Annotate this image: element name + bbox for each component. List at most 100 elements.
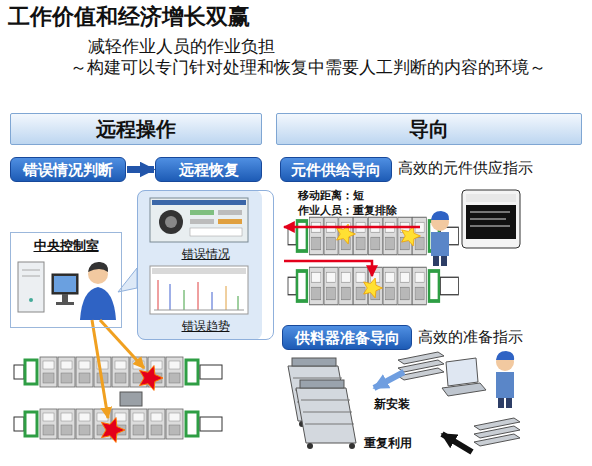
operator-monitor xyxy=(54,276,76,292)
flow-arrow xyxy=(127,166,154,173)
node-text: 错误情况 xyxy=(138,247,273,261)
error-status-screen xyxy=(190,210,214,215)
reuse-arrow xyxy=(442,434,472,452)
tablet xyxy=(462,190,520,248)
header-band: 远程操作 xyxy=(10,113,262,145)
annotation-text: 移动距离：短 xyxy=(298,189,364,202)
error-status-screen xyxy=(218,219,242,224)
node-text: 远程恢复 xyxy=(179,161,239,179)
node-text: 错误趋势 xyxy=(138,319,273,333)
diagram-title: 工作价值和经济增长双赢 xyxy=(8,4,250,30)
error-status-screen xyxy=(150,198,248,242)
operator-monitor xyxy=(52,274,78,305)
route-arrow xyxy=(284,226,420,229)
callout-bubble: 错误情况错误趋势 xyxy=(137,190,274,340)
worker-person xyxy=(431,211,449,266)
process-box: 元件供给导向 xyxy=(280,157,392,182)
feeder-cart xyxy=(296,380,356,449)
new-install-arrow xyxy=(374,372,404,388)
smt-line xyxy=(288,267,459,305)
process-box: 供料器准备导向 xyxy=(282,325,412,350)
operator-person xyxy=(88,262,108,272)
error-trend-screen xyxy=(226,286,227,310)
node-text: 错误情况判断 xyxy=(23,161,113,179)
tablet xyxy=(466,194,516,202)
error-status-screen xyxy=(218,210,242,215)
server-computer xyxy=(22,270,40,271)
worker-person xyxy=(496,372,514,398)
worker-person xyxy=(433,256,439,266)
laptop xyxy=(442,358,486,396)
error-trend-screen xyxy=(184,290,185,310)
error-trend-screen xyxy=(238,296,239,310)
callout-bubble-fill xyxy=(118,190,262,340)
server-computer xyxy=(22,276,40,277)
annotation-text: ～构建可以专门针对处理和恢复中需要人工判断的内容的环境～ xyxy=(70,57,546,77)
server-computer xyxy=(18,262,44,312)
operator-monitor xyxy=(62,294,68,302)
operator-person xyxy=(80,287,116,320)
node-text: 中央控制室 xyxy=(34,238,99,254)
error-trend-screen xyxy=(154,310,244,311)
node-text: 元件供给导向 xyxy=(291,161,381,179)
annotation-text: 高效的元件供应指示 xyxy=(398,159,533,177)
annotation-text: 减轻作业人员的作业负担 xyxy=(88,36,275,56)
server-computer xyxy=(18,262,44,312)
header-band: 导向 xyxy=(276,113,582,145)
worker-person xyxy=(431,211,449,220)
worker-person xyxy=(506,398,512,408)
operator-monitor xyxy=(56,302,74,305)
remote-arrow xyxy=(92,320,108,418)
tablet xyxy=(470,212,510,213)
annotation-text: 新安装 xyxy=(374,397,410,411)
error-trend-screen xyxy=(152,268,246,274)
error-trend-screen xyxy=(198,282,199,310)
error-status-screen xyxy=(190,219,214,224)
operator-person xyxy=(80,262,116,320)
tablet xyxy=(466,205,516,239)
callout-bubble-fill xyxy=(137,190,262,340)
error-status-screen xyxy=(190,228,242,236)
node-text: 导向 xyxy=(409,117,449,141)
smt-line xyxy=(14,357,222,387)
error-status-screen xyxy=(150,198,248,242)
feeder-stack xyxy=(474,418,520,446)
feeder-stack xyxy=(398,352,444,380)
annotation-text: 高效的准备指示 xyxy=(418,328,523,346)
worker-person xyxy=(496,351,514,408)
warning-burst xyxy=(402,226,421,246)
server-computer xyxy=(29,298,33,302)
warning-burst xyxy=(364,278,383,298)
process-box: 远程恢复 xyxy=(155,157,262,182)
tablet xyxy=(470,219,506,220)
laptop xyxy=(446,358,478,386)
error-burst xyxy=(102,418,126,443)
worker-person xyxy=(498,398,504,408)
room-box: 中央控制室 xyxy=(10,232,122,328)
error-trend-screen xyxy=(158,280,159,310)
control-unit xyxy=(120,392,142,406)
smt-line xyxy=(14,409,222,439)
laptop xyxy=(442,383,486,396)
node-text: 供料器准备导向 xyxy=(295,329,400,347)
error-burst xyxy=(140,366,164,391)
error-status-screen xyxy=(152,200,246,205)
error-trend-screen xyxy=(170,284,171,310)
tablet xyxy=(470,226,510,227)
process-box: 错误情况判断 xyxy=(10,157,126,182)
worker-person xyxy=(441,256,447,266)
worker-person xyxy=(496,351,514,360)
error-status-screen xyxy=(159,210,183,234)
annotation-text: 重复利用 xyxy=(364,436,412,450)
error-status-screen xyxy=(165,216,177,228)
callout-bubble-fill xyxy=(118,268,137,292)
route-arrow xyxy=(284,261,372,276)
error-trend-screen xyxy=(150,266,248,314)
operator-monitor xyxy=(52,274,78,294)
annotation-text: 作业人员：重复排除 xyxy=(298,204,397,217)
error-trend-screen xyxy=(212,292,213,310)
worker-person xyxy=(431,232,449,256)
tablet xyxy=(462,190,520,248)
error-trend-screen xyxy=(150,266,248,314)
